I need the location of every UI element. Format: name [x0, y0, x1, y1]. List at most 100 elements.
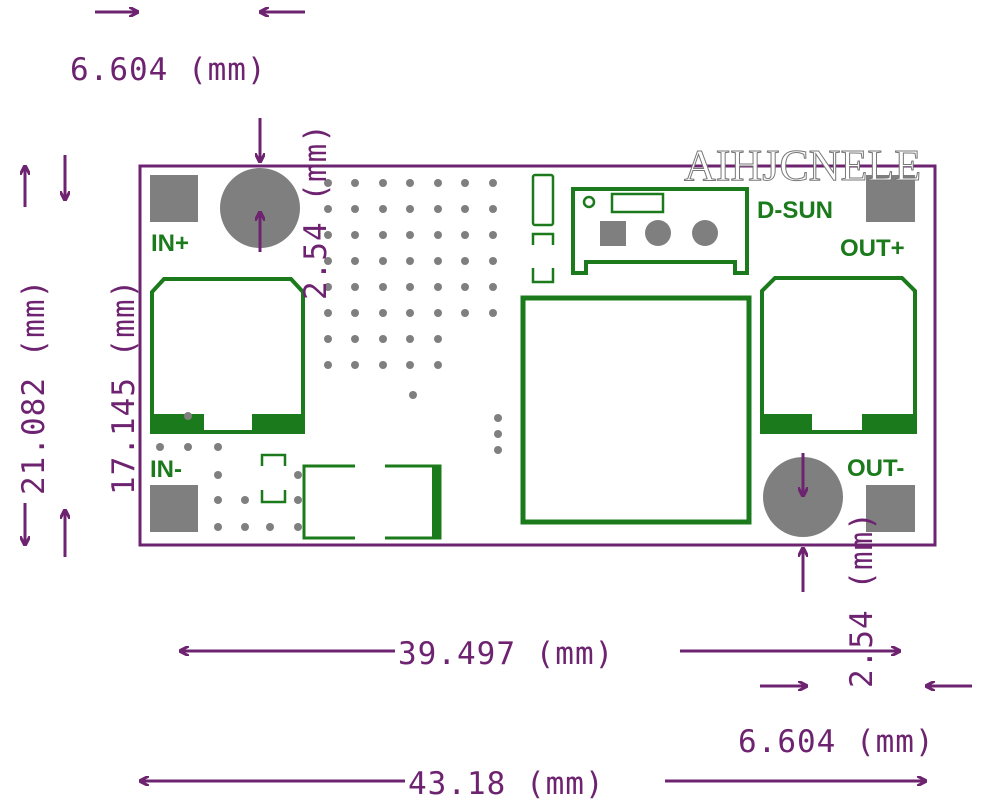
potentiometer-footprint: [571, 187, 749, 275]
pot-pin-round-1: [645, 220, 671, 246]
capacitor-top: [531, 173, 555, 227]
via-dot: [294, 523, 302, 531]
via-dot: [351, 179, 359, 187]
via-dot: [406, 257, 414, 265]
via-dot: [156, 443, 164, 451]
via-dot: [214, 523, 222, 531]
via-dot: [489, 179, 497, 187]
pad-out-minus: [866, 485, 915, 532]
via-dot: [241, 496, 249, 504]
via-dot: [406, 335, 414, 343]
dim-bottom-hole-offset: 2.54 (mm): [844, 511, 880, 688]
pad-in-minus: [150, 485, 198, 532]
via-dot: [406, 283, 414, 291]
via-dot: [489, 231, 497, 239]
via-dot: [379, 283, 387, 291]
dim-total-height: 21.082 (mm): [16, 279, 52, 495]
label-in-plus: IN+: [151, 230, 189, 257]
dim-top-pad-offset: 6.604 (mm): [70, 52, 267, 88]
via-dot: [351, 309, 359, 317]
via-dot: [294, 496, 302, 504]
pad-out-plus: [866, 175, 915, 222]
mounting-hole-bottom: [763, 457, 843, 537]
capacitor-bottom-left: [260, 453, 287, 504]
via-dot: [434, 361, 442, 369]
via-dot: [214, 496, 222, 504]
via-dot: [489, 205, 497, 213]
via-dot: [461, 283, 469, 291]
via-dot: [434, 309, 442, 317]
via-dot: [494, 446, 502, 454]
via-dot: [434, 283, 442, 291]
via-dot: [406, 361, 414, 369]
via-dot: [351, 283, 359, 291]
via-dot: [461, 257, 469, 265]
label-out-minus: OUT-: [847, 455, 904, 482]
input-inductor: [150, 277, 305, 434]
via-dot: [379, 257, 387, 265]
output-inductor-tab-right: [862, 414, 915, 432]
diode-footprint: [302, 464, 442, 540]
via-dot: [324, 231, 332, 239]
via-dot: [461, 205, 469, 213]
via-dot: [379, 231, 387, 239]
via-dot: [434, 257, 442, 265]
via-dot: [379, 309, 387, 317]
via-dot: [406, 179, 414, 187]
label-out-plus: OUT+: [840, 235, 905, 262]
via-dot: [324, 257, 332, 265]
via-dot: [214, 471, 222, 479]
via-dot: [406, 309, 414, 317]
via-dot: [324, 205, 332, 213]
via-dot: [324, 283, 332, 291]
via-dot: [351, 231, 359, 239]
dim-hole-spacing-width: 39.497 (mm): [398, 636, 614, 672]
input-inductor-tab-right: [252, 414, 303, 432]
pot-marker: [582, 195, 596, 209]
pot-pin-square: [600, 221, 626, 246]
via-dot: [351, 361, 359, 369]
via-dot: [409, 391, 417, 399]
dim-bottom-pad-offset: 6.604 (mm): [738, 724, 935, 760]
via-dot: [489, 309, 497, 317]
via-dot: [489, 283, 497, 291]
via-dot: [184, 412, 192, 420]
via-dot: [461, 231, 469, 239]
via-dot: [434, 335, 442, 343]
via-dot: [461, 309, 469, 317]
watermark: AIHJCNELE: [684, 141, 921, 190]
label-in-minus: IN-: [150, 456, 182, 483]
via-dot: [379, 335, 387, 343]
via-dot: [351, 257, 359, 265]
dim-top-hole-offset: 2.54 (mm): [298, 123, 334, 300]
dim-hole-spacing-height: 17.145 (mm): [106, 279, 142, 495]
main-ic-footprint: [520, 295, 752, 525]
output-inductor: [760, 276, 917, 434]
via-dot: [434, 205, 442, 213]
via-dot: [351, 205, 359, 213]
via-dot: [184, 443, 192, 451]
via-dot: [214, 443, 222, 451]
mounting-hole-top: [220, 168, 300, 248]
via-dot: [434, 231, 442, 239]
via-dot: [379, 179, 387, 187]
via-dot: [494, 430, 502, 438]
board-outline: [138, 164, 937, 547]
via-dot: [489, 257, 497, 265]
via-dot: [294, 471, 302, 479]
via-dot: [494, 414, 502, 422]
via-dot: [351, 335, 359, 343]
via-dot: [434, 179, 442, 187]
via-dot: [461, 179, 469, 187]
via-dot: [324, 335, 332, 343]
output-inductor-tab-left: [762, 414, 812, 432]
via-dot: [379, 205, 387, 213]
capacitor-middle: [531, 232, 555, 284]
pad-in-plus: [150, 175, 198, 222]
via-grid: [156, 179, 502, 531]
brand-label: D-SUN: [757, 197, 833, 224]
diode-cathode-band: [432, 466, 440, 538]
via-dot: [324, 309, 332, 317]
